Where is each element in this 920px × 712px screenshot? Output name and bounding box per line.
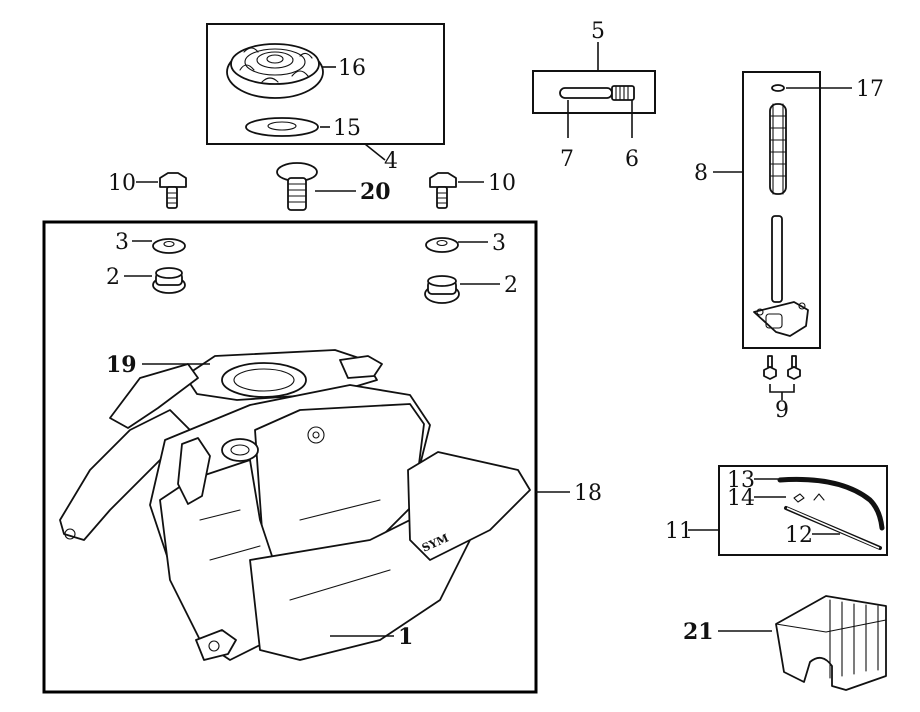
screw-20-part [276, 162, 318, 211]
clips-14-part [793, 493, 825, 503]
fuel-tank-assembly-box [42, 220, 538, 694]
callout-15: 15 [333, 116, 361, 141]
callout-17: 17 [856, 77, 884, 102]
callout-1: 1 [398, 624, 413, 650]
cover-21-part [775, 595, 887, 691]
callout-18: 18 [574, 481, 602, 506]
fuel-sender-box [532, 70, 656, 114]
cap-gasket-part [245, 117, 319, 137]
callout-10-right: 10 [488, 171, 516, 196]
hose-13-part [777, 476, 885, 531]
pump-bolts-part [763, 355, 801, 380]
washer-3-left-part [152, 238, 186, 254]
callout-3-left: 3 [115, 230, 129, 255]
fuel-tank-part: SYM [59, 349, 531, 661]
callout-12: 12 [785, 523, 813, 548]
fuel-pump-box [742, 71, 821, 349]
fuel-filter-part [769, 103, 787, 195]
fuel-cap-part [226, 43, 324, 99]
callout-16: 16 [338, 56, 366, 81]
grommet-2-right-part [424, 275, 460, 304]
callout-6: 6 [625, 147, 639, 172]
callout-7: 7 [560, 147, 574, 172]
callout-5: 5 [591, 19, 605, 44]
callout-8: 8 [694, 161, 708, 186]
callout-19: 19 [106, 352, 137, 378]
fuel-cap-assembly-box [206, 23, 445, 145]
washer-3-right-part [425, 237, 459, 253]
hose-kit-box [718, 465, 888, 556]
o-ring-part [771, 84, 785, 92]
callout-21: 21 [683, 619, 714, 645]
callout-10-left: 10 [108, 171, 136, 196]
callout-4: 4 [384, 149, 398, 174]
callout-14: 14 [727, 486, 755, 511]
pump-pickup-part [753, 215, 809, 337]
callout-9: 9 [775, 398, 789, 423]
callout-11: 11 [665, 519, 693, 544]
callout-13: 13 [727, 468, 755, 493]
callout-2-left: 2 [106, 265, 120, 290]
callout-3-right: 3 [492, 231, 506, 256]
bolt-left-part [159, 172, 187, 209]
bolt-right-part [429, 172, 457, 209]
fuel-sender-part [559, 85, 635, 101]
grommet-2-left-part [152, 267, 186, 294]
callout-2-right: 2 [504, 273, 518, 298]
callout-20: 20 [360, 179, 391, 205]
